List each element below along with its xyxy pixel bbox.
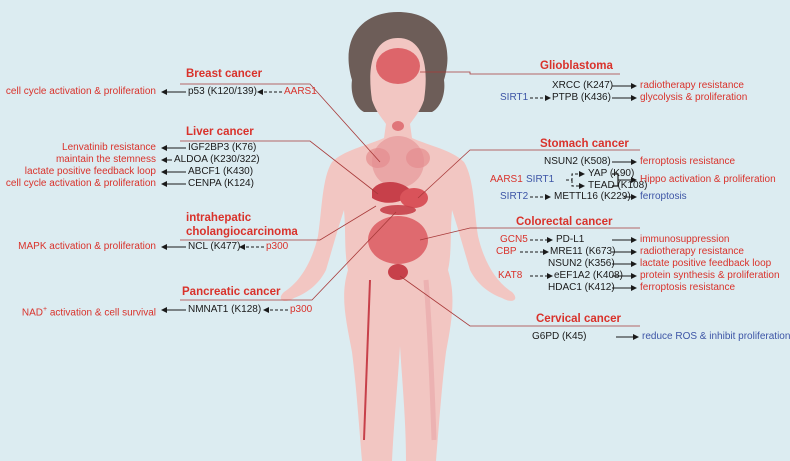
icc-outcome: MAPK activation & proliferation <box>18 241 156 253</box>
cervical-site: G6PD (K45) <box>532 331 586 343</box>
stomach-site-4: METTL16 (K229) <box>554 191 631 203</box>
stomach-enzyme-sirt1: SIRT1 <box>526 174 554 186</box>
cervical-outcome: reduce ROS & inhibit proliferation <box>642 331 790 343</box>
liver-outcome-1: Lenvatinib resistance <box>62 142 156 154</box>
liver-outcome-4: cell cycle activation & proliferation <box>6 178 156 190</box>
crc-outcome-5: ferroptosis resistance <box>640 282 735 294</box>
liver-outcome-2: maintain the stemness <box>56 154 156 166</box>
crc-outcome-2: radiotherapy resistance <box>640 246 744 258</box>
thyroid <box>392 121 404 131</box>
crc-site-1: PD-L1 <box>556 234 584 246</box>
liver-site-3: ABCF1 (K430) <box>188 166 253 178</box>
liver-outcome-3: lactate positive feedback loop <box>25 166 156 178</box>
crc-outcome-4: protein synthesis & proliferation <box>640 270 780 282</box>
intestines <box>368 216 428 264</box>
glio-site-1: XRCC (K247) <box>552 80 613 92</box>
pancreatic-cancer-title: Pancreatic cancer <box>182 286 280 299</box>
liver-site-2: ALDOA (K230/322) <box>174 154 260 166</box>
crc-enzyme-4: KAT8 <box>498 270 522 282</box>
icc-title-line2: cholangiocarcinoma <box>186 226 298 239</box>
icc-site: NCL (K477) <box>188 241 240 253</box>
pancreas <box>380 205 416 215</box>
stomach-outcome-hippo: Hippo activation & proliferation <box>640 174 776 186</box>
brain <box>376 48 420 84</box>
stomach <box>400 188 428 208</box>
crc-outcome-1: immunosuppression <box>640 234 730 246</box>
pancreatic-site: NMNAT1 (K128) <box>188 304 261 316</box>
glioblastoma-title: Glioblastoma <box>540 60 613 73</box>
pancreatic-outcome: NAD+ activation & cell survival <box>22 304 156 319</box>
stomach-cancer-title: Stomach cancer <box>540 138 629 151</box>
crc-site-5: HDAC1 (K412) <box>548 282 615 294</box>
stomach-enzyme-sirt2: SIRT2 <box>500 191 528 203</box>
crc-site-2: MRE11 (K673) <box>550 246 615 258</box>
crc-outcome-3: lactate positive feedback loop <box>640 258 771 270</box>
cervical-cancer-title: Cervical cancer <box>536 313 621 326</box>
crc-site-4: eEF1A2 (K408) <box>554 270 623 282</box>
pancreatic-enzyme: p300 <box>290 304 312 316</box>
crc-enzyme-2: CBP <box>496 246 517 258</box>
stomach-site-yap: YAP (K90) <box>588 168 634 180</box>
stomach-enzyme-aars1: AARS1 <box>490 174 523 186</box>
liver-site-1: IGF2BP3 (K76) <box>188 142 256 154</box>
icc-enzyme: p300 <box>266 241 288 253</box>
glio-site-2: PTPB (K436) <box>552 92 611 104</box>
uterus <box>388 264 408 280</box>
breast-site: p53 (K120/139) <box>188 86 257 98</box>
crc-site-3: NSUN2 (K356) <box>548 258 615 270</box>
glio-outcome-2: glycolysis & proliferation <box>640 92 747 104</box>
glio-enzyme-2: SIRT1 <box>500 92 528 104</box>
stomach-outcome-4: ferroptosis <box>640 191 687 203</box>
liver-cancer-title: Liver cancer <box>186 126 254 139</box>
stomach-outcome-1: ferroptosis resistance <box>640 156 735 168</box>
glio-outcome-1: radiotherapy resistance <box>640 80 744 92</box>
liver-site-4: CENPA (K124) <box>188 178 254 190</box>
breast-enzyme: AARS1 <box>284 86 317 98</box>
colorectal-cancer-title: Colorectal cancer <box>516 216 613 229</box>
crc-enzyme-1: GCN5 <box>500 234 528 246</box>
stomach-site-1: NSUN2 (K508) <box>544 156 611 168</box>
icc-title-line1: intrahepatic <box>186 212 251 225</box>
breast-outcome: cell cycle activation & proliferation <box>6 86 156 98</box>
breast-cancer-title: Breast cancer <box>186 68 262 81</box>
